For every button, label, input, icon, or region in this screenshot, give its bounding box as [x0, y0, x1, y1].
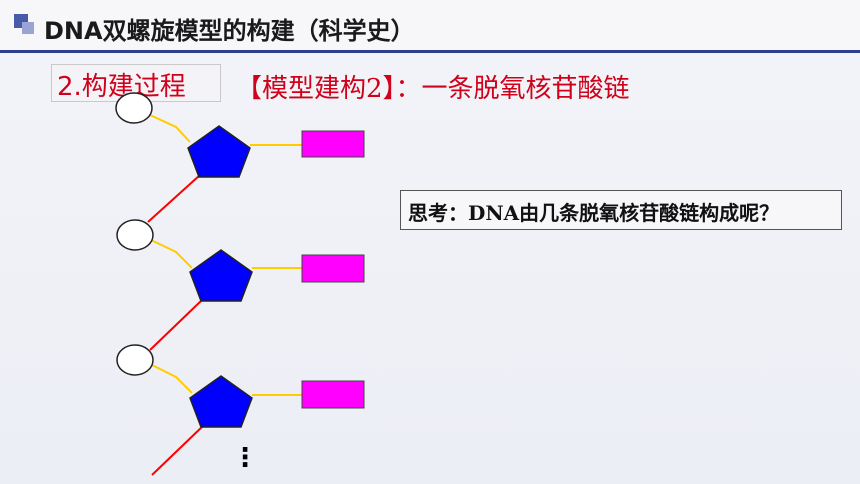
phosphate-circle-3: [116, 344, 154, 376]
question-text: 思考：DNA由几条脱氧核苷酸链构成呢？: [408, 201, 780, 225]
phosphate-sugar-link-3: [151, 364, 193, 394]
base-rect-3: [301, 380, 365, 409]
sugar-pentagon-3: [189, 375, 253, 428]
sugar-pentagon-2: [189, 249, 253, 302]
phosphate-circle-2: [116, 219, 154, 251]
backbone-bond-3: [151, 424, 205, 476]
phosphate-sugar-link-2: [150, 239, 193, 269]
phosphate-circle-1: [115, 92, 153, 124]
slide-title: DNA双螺旋模型的构建（科学史）: [44, 17, 415, 45]
base-rect-2: [301, 254, 365, 283]
slide-header: [0, 0, 860, 50]
question-box: [400, 190, 842, 230]
continuation-ellipsis: ⋮: [232, 443, 258, 473]
sugar-pentagon-1: [187, 125, 251, 178]
backbone-bond-1: [147, 174, 201, 223]
base-rect-1: [301, 130, 365, 158]
header-square-accent-icon: [22, 22, 34, 34]
phosphate-sugar-link-1: [149, 114, 191, 143]
backbone-bond-2: [149, 299, 203, 351]
header-divider: [0, 50, 860, 53]
model-title: 【模型建构2】：一条脱氧核苷酸链: [236, 74, 630, 104]
